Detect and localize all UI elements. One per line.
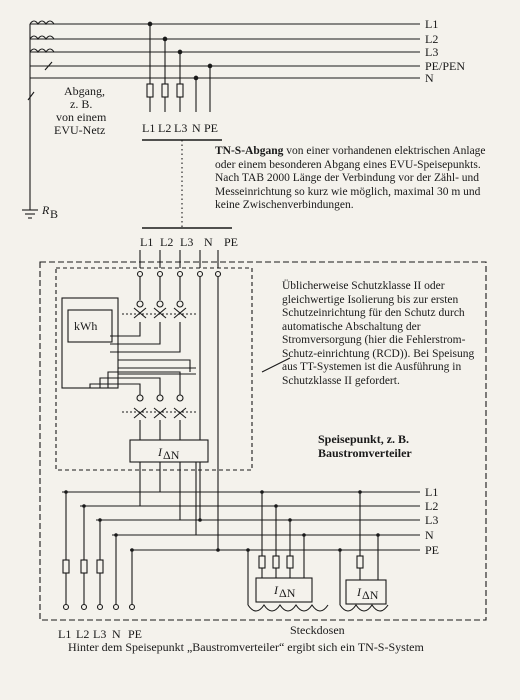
- meter-wiring: [89, 322, 196, 396]
- net-label-pen: PE/PEN: [425, 59, 465, 73]
- rcd-outputs: [139, 462, 197, 535]
- breaker-row-lower: [122, 394, 196, 440]
- tap-2: [139, 250, 219, 268]
- earth-label: R: [41, 203, 50, 217]
- rcd-group-1: [255, 577, 313, 603]
- breaker-row-upper: [122, 300, 196, 319]
- main-rcd: [129, 439, 209, 463]
- fuse-icon: [176, 83, 184, 98]
- rcd2-sub: ΔN: [362, 588, 379, 602]
- cabinet-conductors: [139, 277, 219, 550]
- socket-icon: [247, 604, 329, 612]
- tap2-pe: PE: [224, 235, 238, 249]
- main-rcd-label: I: [157, 445, 163, 459]
- caption: Hinter dem Speisepunkt „Baustromverteile…: [68, 640, 424, 654]
- meter-label: kWh: [74, 319, 97, 333]
- source-label-4: EVU-Netz: [54, 123, 105, 137]
- protection-note: Üblicherweise Schutzklasse II oder gleic…: [282, 280, 475, 387]
- tap2-l2: L2: [160, 235, 173, 249]
- source-label-2: z. B.: [70, 97, 92, 111]
- breaker-icon: [133, 407, 147, 419]
- tab-2000-note: Nach TAB 2000 Länge der Verbindung vor d…: [215, 172, 481, 211]
- coil-l2: [29, 35, 55, 40]
- tap2-l3: L3: [180, 235, 193, 249]
- tap2-l1: L1: [140, 235, 153, 249]
- tap1-pe: PE: [204, 121, 218, 135]
- fuse-icon: [146, 83, 154, 98]
- class-ii-zone: [55, 267, 253, 471]
- tap3-l2: L2: [76, 627, 89, 641]
- bus-label-n: N: [425, 528, 434, 542]
- socket-group-1: [247, 492, 329, 612]
- net-label-l3: L3: [425, 45, 438, 59]
- breaker-icon: [153, 307, 167, 319]
- break-mark: [27, 91, 35, 101]
- distribution-busbars: [62, 490, 420, 551]
- tap-3: [62, 492, 136, 611]
- fuse-icon: [161, 83, 169, 98]
- tap1-l3: L3: [174, 121, 187, 135]
- socket-icon: [339, 604, 389, 612]
- socket-group-2: [339, 492, 389, 612]
- fuse-icon: [80, 559, 88, 574]
- breaker-icon: [133, 307, 147, 319]
- coil-l3: [29, 48, 55, 53]
- net-label-n: N: [425, 71, 434, 85]
- source-label-3: von einem: [56, 110, 107, 124]
- tap3-l3: L3: [93, 627, 106, 641]
- break-mark: [44, 61, 53, 71]
- fuse-icon: [286, 555, 294, 569]
- fuse-icon: [258, 555, 266, 569]
- net-label-l1: L1: [425, 17, 438, 31]
- bus-label-l2: L2: [425, 499, 438, 513]
- tap1-l1: L1: [142, 121, 155, 135]
- note-pointer: [261, 357, 291, 373]
- bus-junctions: [64, 490, 380, 552]
- rcd-group-2: [345, 579, 387, 605]
- feed-point-line-2: Baustromverteiler: [318, 446, 412, 460]
- tap3-l1: L1: [58, 627, 71, 641]
- earth-sub: B: [50, 207, 58, 221]
- breaker-icon: [153, 407, 167, 419]
- tap3-pe: PE: [128, 627, 142, 641]
- breaker-icon: [173, 307, 187, 319]
- tap3-n: N: [112, 627, 121, 641]
- rcd1-label: I: [273, 583, 279, 597]
- tap-1: [142, 24, 232, 229]
- tn-s-heading: TN-S-Abgang: [215, 145, 284, 157]
- breaker-icon: [173, 407, 187, 419]
- fuse-icon: [96, 559, 104, 574]
- rcd1-sub: ΔN: [279, 586, 296, 600]
- terminals-top: [136, 270, 222, 278]
- tn-s-description: TN-S-Abgang von einer vorhandenen elektr…: [215, 145, 505, 213]
- sockets-label: Steckdosen: [290, 623, 345, 637]
- coil-l1: [29, 20, 55, 25]
- energy-meter: [61, 297, 119, 389]
- feed-point-label: Speisepunkt, z. B. Baustromverteiler: [318, 432, 458, 460]
- feed-point-line-1: Speisepunkt, z. B.: [318, 432, 410, 446]
- tap1-l2: L2: [158, 121, 171, 135]
- tap1-n: N: [192, 121, 201, 135]
- bus-label-l1: L1: [425, 485, 438, 499]
- fuse-icon: [62, 559, 70, 574]
- feed-cabinet: [39, 261, 487, 621]
- source-label-1: Abgang,: [64, 84, 105, 98]
- rcd2-label: I: [356, 585, 362, 599]
- tap2-n: N: [204, 235, 213, 249]
- fuse-icon: [356, 555, 364, 569]
- tn-s-body: von einer vorhandenen elektrischen Anlag…: [215, 145, 486, 171]
- main-rcd-sub: ΔN: [163, 448, 180, 462]
- bus-label-pe: PE: [425, 543, 439, 557]
- net-label-l2: L2: [425, 32, 438, 46]
- fuse-icon: [272, 555, 280, 569]
- bus-label-l3: L3: [425, 513, 438, 527]
- diagram-labels: L1 L2 L3 PE/PEN N Abgang, z. B. von eine…: [41, 17, 465, 641]
